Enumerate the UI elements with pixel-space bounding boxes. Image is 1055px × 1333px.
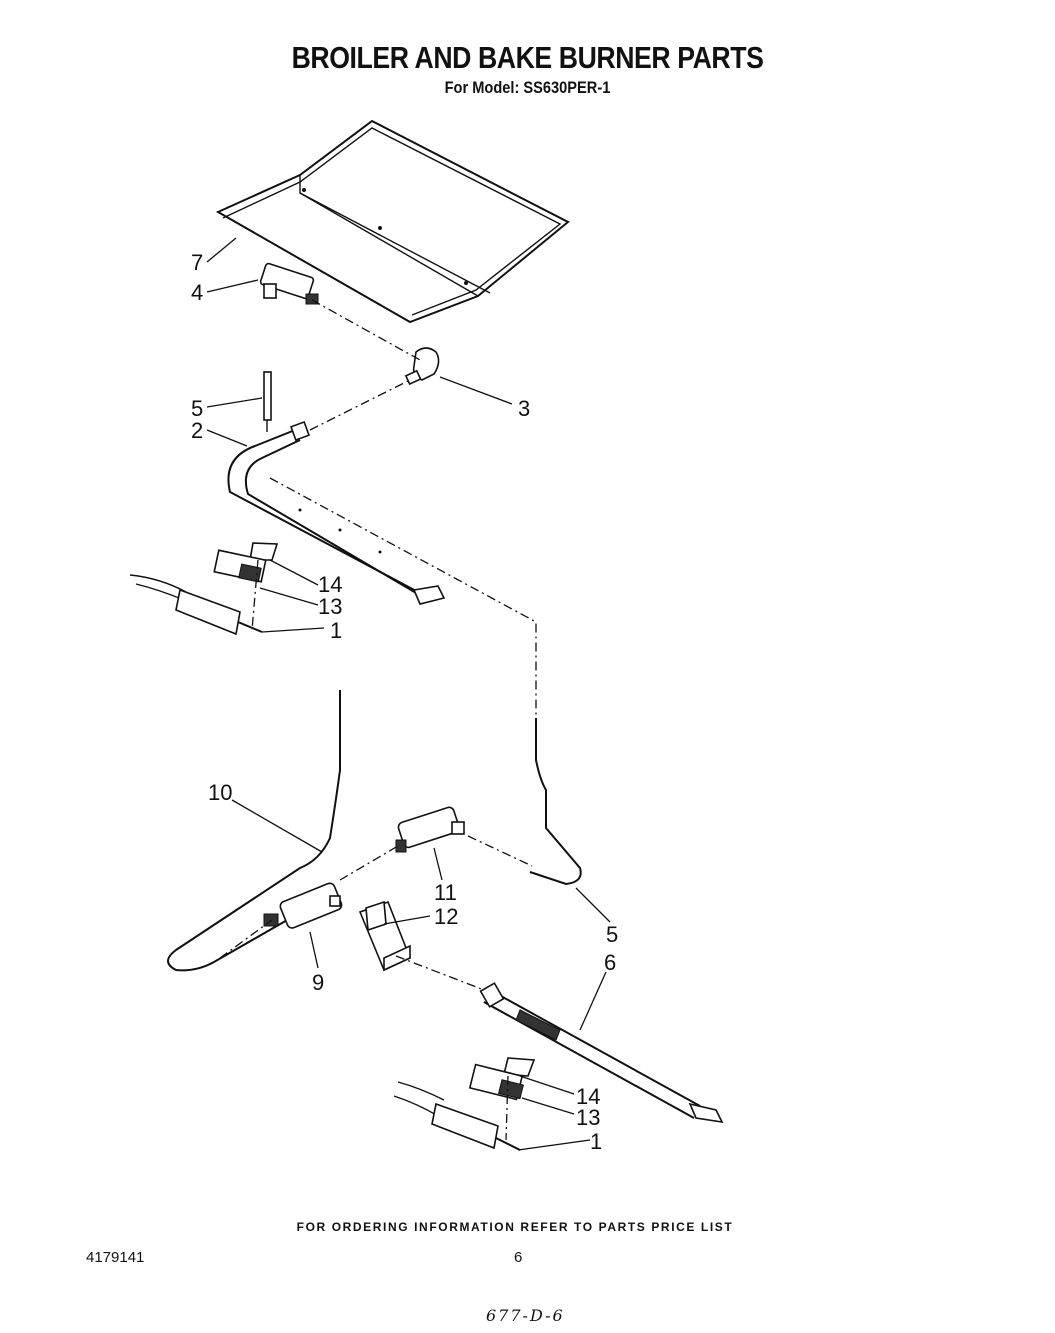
callout-14-top: 14 xyxy=(318,572,342,597)
thermostat-tube-left xyxy=(167,690,341,972)
bake-burner-tube xyxy=(479,982,724,1124)
ignitor-top xyxy=(129,574,263,636)
ignitor-bottom xyxy=(393,1081,521,1151)
page-number: 6 xyxy=(514,1249,523,1266)
callout-2: 2 xyxy=(191,418,203,443)
callout-13-bottom: 13 xyxy=(576,1105,600,1130)
callout-13-top: 13 xyxy=(318,594,342,619)
page-title: BROILER AND BAKE BURNER PARTS xyxy=(291,40,764,75)
mounting-bracket xyxy=(358,900,412,972)
valve-fitting xyxy=(404,347,440,386)
document-number: 4179141 xyxy=(86,1249,145,1266)
orifice-fitting-left xyxy=(263,882,343,929)
callout-4: 4 xyxy=(191,280,203,305)
callout-14-bottom: 14 xyxy=(576,1084,600,1109)
ignitor-bracket-top xyxy=(213,542,279,583)
callout-10: 10 xyxy=(208,780,232,805)
orifice-holder-top xyxy=(259,262,319,305)
callout-5-bottom: 5 xyxy=(606,922,618,947)
callout-9: 9 xyxy=(312,970,324,995)
pin-top xyxy=(263,371,272,432)
callout-5-top: 5 xyxy=(191,396,203,421)
handwritten-code: 677-D-6 xyxy=(486,1306,565,1325)
callout-1-bottom: 1 xyxy=(590,1129,602,1154)
broil-burner-tube xyxy=(227,421,446,605)
ordering-note: FOR ORDERING INFORMATION REFER TO PARTS … xyxy=(296,1220,734,1234)
callout-12: 12 xyxy=(434,904,458,929)
callout-6: 6 xyxy=(604,950,616,975)
ignitor-bracket-bottom xyxy=(468,1057,536,1101)
callout-1-top: 1 xyxy=(330,618,342,643)
callout-7: 7 xyxy=(191,250,203,275)
thermostat-tube-right xyxy=(529,718,582,886)
callout-11: 11 xyxy=(434,880,457,905)
orifice-fitting-right xyxy=(395,806,465,853)
broiler-shield-part xyxy=(215,119,570,324)
callout-3: 3 xyxy=(518,396,530,421)
model-subtitle: For Model: SS630PER-1 xyxy=(444,78,611,97)
